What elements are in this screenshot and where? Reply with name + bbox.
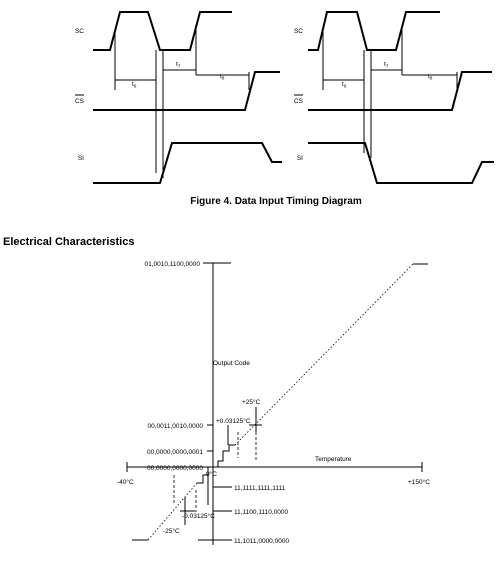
sc-waveform [93, 11, 232, 51]
temp-minus003125: -0.03125°C [182, 512, 215, 520]
si-waveform [93, 142, 282, 184]
cs-waveform [93, 71, 280, 111]
temp-plus003125: +0.03125°C [216, 417, 251, 425]
negative-step-curve [197, 466, 213, 484]
cs-label: CS [294, 98, 304, 105]
temp-plus25: +25°C [242, 398, 261, 406]
code-c1: 01,0010,1100,0000 [144, 261, 200, 268]
code-c2: 00,0011,0010,0000 [147, 423, 203, 430]
sc-waveform [308, 11, 440, 51]
timing-diagram-right: SC CS SI t6 t7 t8 [294, 11, 494, 184]
y-axis-label: Output Code [213, 360, 250, 367]
cs-waveform [308, 71, 492, 111]
code-c6: 11,1100,1110,0000 [234, 509, 288, 516]
si-waveform [308, 142, 494, 184]
temp-minus40: -40°C [117, 478, 134, 486]
code-c7: 11,1011,0000,0000 [234, 538, 289, 545]
positive-step-curve [213, 444, 235, 468]
t8-label: t8 [220, 73, 225, 81]
t6-label: t6 [342, 81, 347, 89]
transfer-function-diagram: Output Code Temperature 01,0010,1100,000… [117, 261, 430, 545]
sc-label: SC [75, 28, 84, 35]
t7-label: t7 [176, 61, 181, 69]
code-c5: 11,1111,1111,1111 [234, 485, 286, 492]
si-label: SI [78, 155, 84, 162]
temp-zero: 0°C [206, 470, 217, 478]
t7-label: t7 [384, 61, 389, 69]
temp-plus150: +150°C [408, 478, 430, 486]
temp-minus25: -25°C [163, 527, 180, 535]
t8-label: t8 [428, 73, 433, 81]
positive-transfer-line [234, 263, 414, 446]
section-heading: Electrical Characteristics [3, 236, 134, 248]
si-label: SI [297, 155, 303, 162]
figure-4-caption: Figure 4. Data Input Timing Diagram [190, 196, 362, 207]
cs-label: CS [75, 98, 85, 105]
sc-label: SC [294, 28, 303, 35]
x-axis-label: Temperature [315, 456, 352, 463]
code-c3: 00,0000,0000,0001 [147, 449, 203, 456]
timing-diagram-left: SC CS SI t6 t7 t8 [75, 11, 282, 184]
t6-label: t6 [132, 81, 137, 89]
code-c4: 00,0000,0000,0000 [147, 465, 203, 472]
